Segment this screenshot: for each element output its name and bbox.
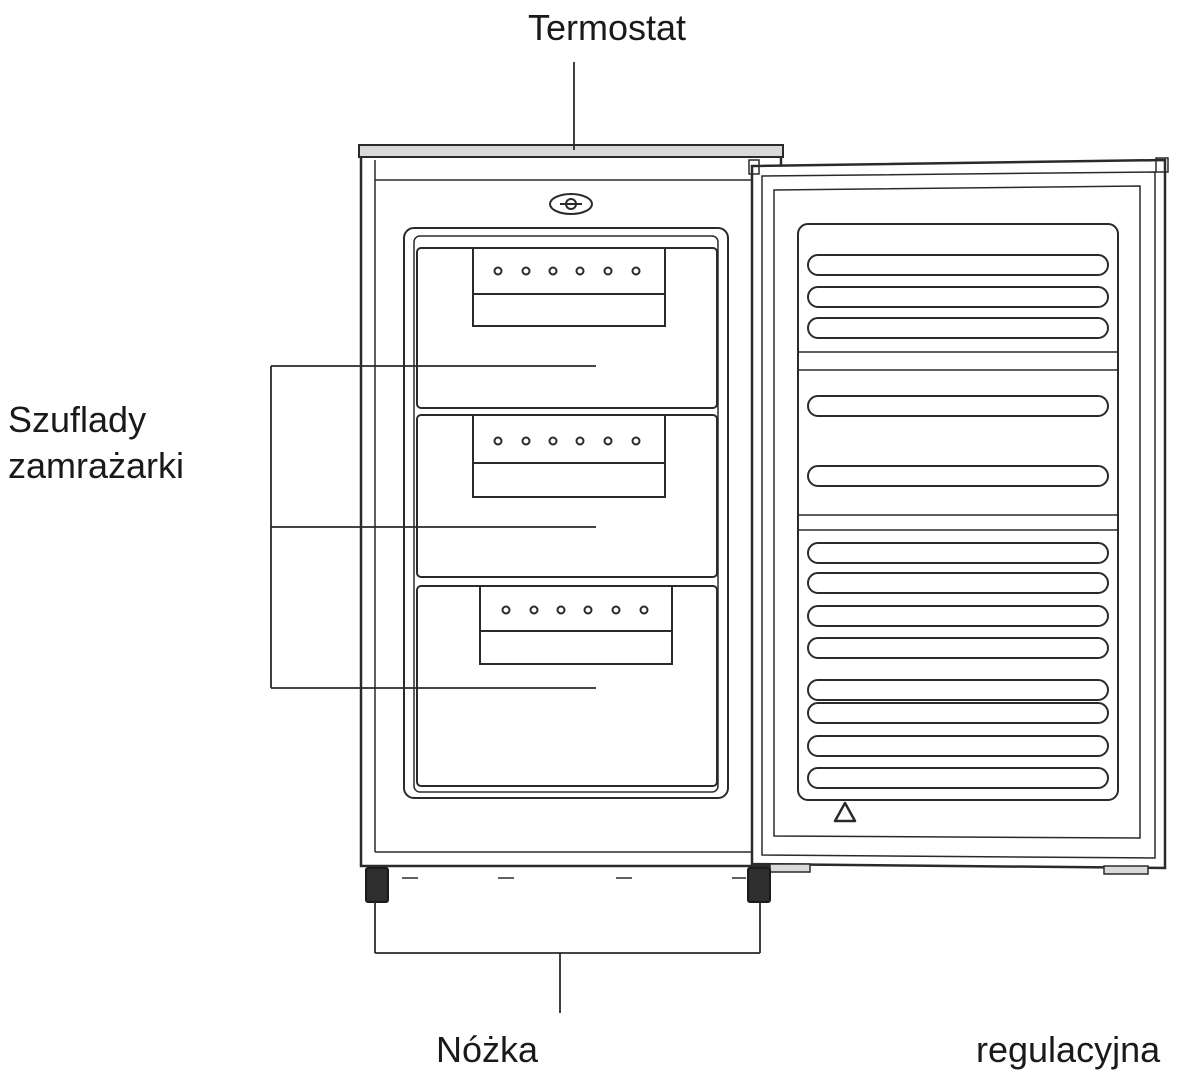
door-shelf-ribs (807, 254, 1109, 789)
freezer-drawer-2 (416, 414, 718, 578)
leader-drawers (270, 365, 596, 689)
adjustable-foot-right (747, 867, 771, 903)
warning-triangle-icon (833, 801, 857, 823)
thermostat-knob-icon (549, 193, 593, 215)
adjustable-foot-label-continued: regulacyjna (976, 1029, 1161, 1070)
freezer-door (748, 157, 1169, 875)
leader-feet (374, 902, 761, 1013)
freezer-drawers-label-line2: zamrażarki (8, 445, 185, 486)
adjustable-foot-label: Nóżka (436, 1029, 539, 1070)
freezer-drawers-label-line1: Szuflady (8, 399, 147, 440)
cabinet-body (358, 144, 784, 868)
thermostat-label: Termostat (528, 7, 687, 48)
freezer-drawer-1 (416, 247, 718, 409)
freezer-drawer-3 (416, 585, 718, 787)
adjustable-foot-left (365, 867, 389, 903)
